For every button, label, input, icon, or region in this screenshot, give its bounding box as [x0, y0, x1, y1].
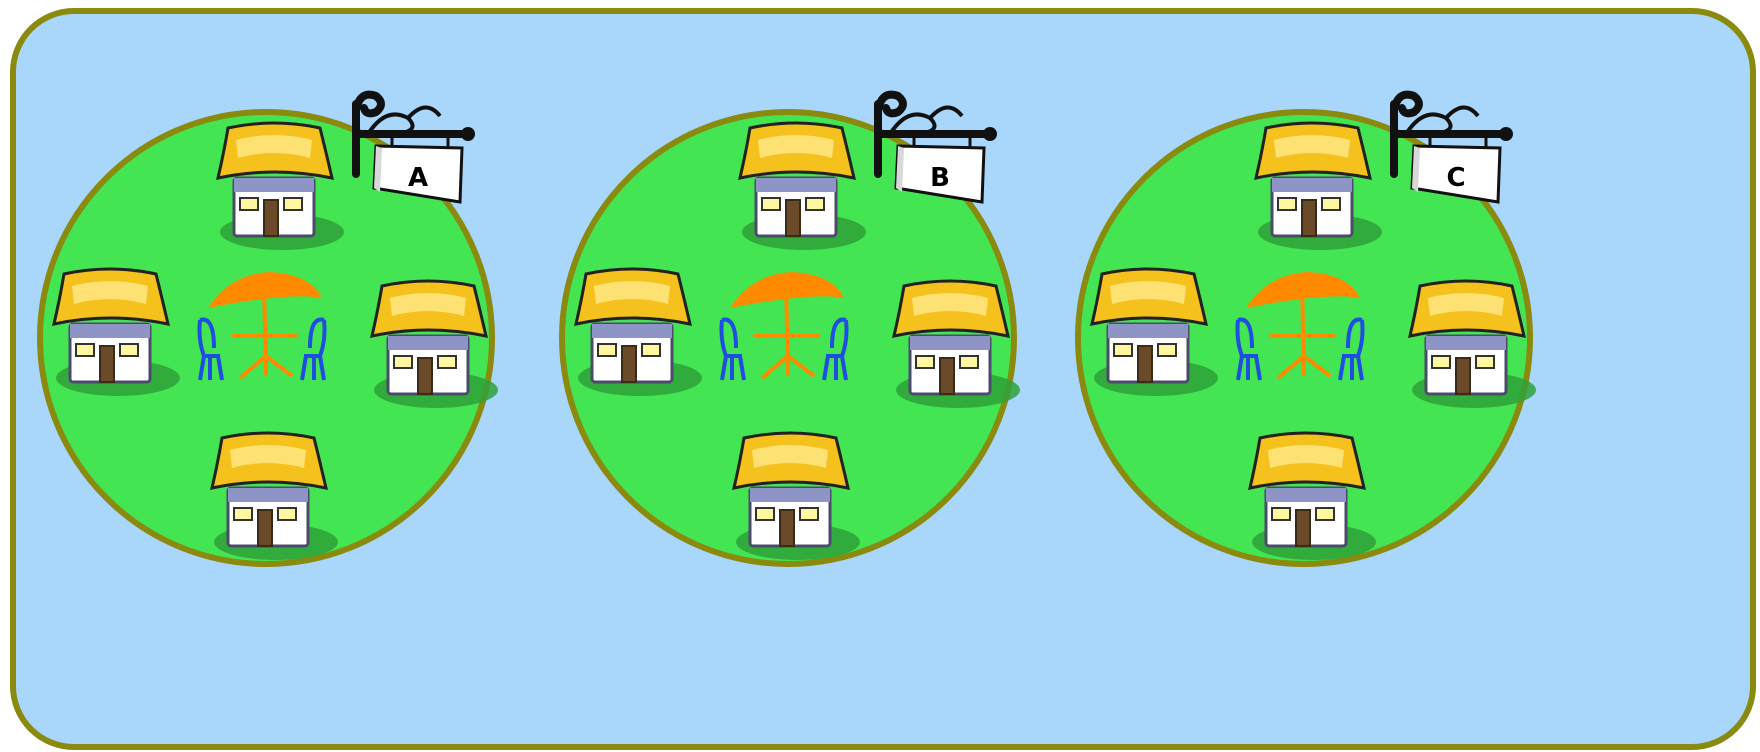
village-a-sign-label: A [408, 163, 428, 193]
village-c: C [1078, 95, 1536, 564]
village-b: B [562, 95, 1020, 564]
village-a: A [40, 95, 498, 564]
village-c-sign-label: C [1446, 163, 1465, 193]
village-b-sign-label: B [930, 163, 950, 193]
